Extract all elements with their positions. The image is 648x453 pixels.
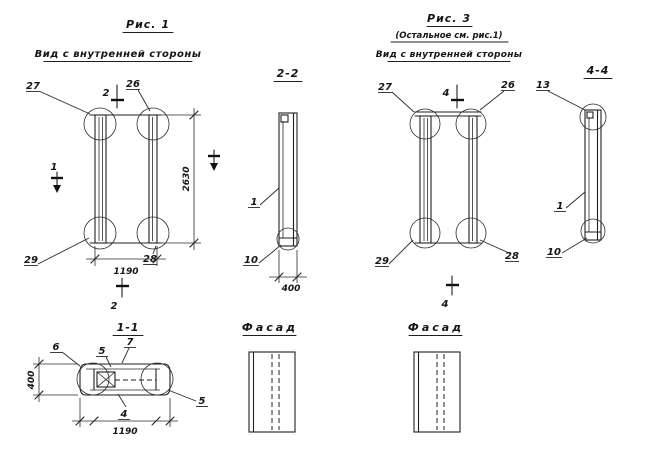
- section-2-2-dim-width: 400: [269, 250, 307, 294]
- fig3-callout-27: 27: [378, 82, 392, 93]
- fig1-left-channel: [94, 114, 107, 244]
- section-1-1-dim-width-label: 1190: [112, 427, 137, 437]
- facade-left: Фасад: [242, 321, 298, 433]
- section-1-1: 1-1 6 5 7 4: [27, 321, 208, 437]
- detail-circle: [136, 107, 170, 141]
- section-2-2-dim-label: 400: [281, 284, 301, 294]
- fig1-section-mark-2-top: 2: [103, 84, 124, 109]
- fig1: Рис. 1 Вид с внутренней стороны 27 26: [24, 18, 220, 312]
- section-1-1-callout-7: 7: [127, 337, 134, 348]
- fig1-detail-circles: [83, 107, 170, 250]
- fig1-title: Рис. 1: [126, 18, 170, 31]
- fig1-callout-26: 26: [126, 79, 140, 90]
- fig1-callouts: 27 26 29 28: [24, 79, 157, 266]
- fig3-note: (Остальное см. рис.1): [395, 31, 502, 41]
- detail-circle: [83, 107, 117, 141]
- fig1-section-mark-1-left: 1: [51, 162, 63, 193]
- section-4-4-title: 4-4: [586, 64, 610, 77]
- detail-circle: [455, 108, 487, 140]
- section-1-1-dim-height-label: 400: [27, 371, 37, 391]
- section-2-2: 2-2 1 10 400: [243, 67, 307, 294]
- section-2-2-callout-10: 10: [244, 255, 258, 266]
- fig1-section-mark-2-bottom: 2: [111, 277, 129, 312]
- detail-circle: [136, 216, 170, 250]
- fig3-callout-26: 26: [501, 80, 515, 91]
- section-1-1-profile: [79, 363, 171, 396]
- fig3-section-mark-4-top: 4: [442, 84, 464, 109]
- fig3-right-channel: [468, 115, 478, 244]
- fig1-dim-height-label: 2630: [182, 166, 192, 191]
- fig3-detail-circles: [409, 108, 487, 249]
- fig1-panel-outline: [89, 114, 162, 244]
- section-1-1-callout-5-right: 5: [199, 396, 206, 407]
- section-2-2-callout-1: 1: [251, 197, 258, 208]
- fig1-dim-width: 1190: [86, 246, 166, 277]
- section-mark-label: 1: [51, 162, 58, 173]
- detail-circle: [455, 217, 487, 249]
- fig1-dim-height: 2630: [160, 108, 201, 250]
- facade-left-panel: [248, 351, 296, 433]
- detail-circle: [409, 108, 441, 140]
- fig1-callout-29: 29: [24, 255, 38, 266]
- section-1-1-dim-height: 400: [27, 357, 78, 402]
- section-1-1-callouts: 6 5 7 4 5: [50, 337, 208, 420]
- section-mark-label: 4: [442, 88, 450, 99]
- facade-right-panel: [413, 351, 461, 433]
- fig1-section-mark-1-right: [208, 149, 220, 171]
- facade-right-title: Фасад: [408, 321, 464, 334]
- section-1-1-dim-width: 1190: [72, 398, 178, 437]
- section-arrow-down-icon: [53, 185, 61, 193]
- fig3-callouts: 27 26 13 29 28: [375, 80, 586, 267]
- section-2-2-title: 2-2: [277, 67, 300, 80]
- fig3-callout-13: 13: [536, 80, 550, 91]
- section-4-4-callout-10: 10: [547, 247, 561, 258]
- detail-circle: [76, 362, 110, 396]
- detail-circle: [580, 218, 606, 244]
- section-2-2-profile: [276, 112, 300, 251]
- section-4-4-profile: [579, 103, 607, 244]
- fig3-title: Рис. 3: [427, 12, 471, 25]
- fig3-section-mark-4-bottom: 4: [441, 275, 459, 310]
- section-mark-label: 2: [111, 301, 118, 312]
- section-1-1-callout-6: 6: [53, 342, 60, 353]
- detail-circle: [276, 227, 300, 251]
- section-1-1-title: 1-1: [117, 321, 140, 334]
- section-1-1-callout-5-top: 5: [99, 346, 106, 357]
- facade-left-title: Фасад: [242, 321, 298, 334]
- fig1-dim-width-label: 1190: [113, 267, 138, 277]
- section-1-1-callout-4: 4: [120, 409, 128, 420]
- fig3: Рис. 3 (Остальное см. рис.1) Вид с внутр…: [375, 12, 586, 310]
- detail-circle: [579, 103, 607, 131]
- fig1-callout-28: 28: [143, 254, 157, 265]
- fig3-callout-28: 28: [505, 251, 519, 262]
- facade-right: Фасад: [408, 321, 464, 433]
- fig3-subtitle: Вид с внутренней стороны: [376, 50, 522, 60]
- section-mark-label: 2: [103, 88, 110, 99]
- fig3-callout-29: 29: [375, 256, 389, 267]
- section-mark-label: 4: [441, 299, 449, 310]
- detail-circle: [409, 217, 441, 249]
- fig1-callout-27: 27: [26, 81, 40, 92]
- fig3-panel-outline: [414, 111, 482, 244]
- detail-circle: [83, 216, 117, 250]
- fig1-subtitle: Вид с внутренней стороны: [35, 49, 202, 60]
- section-4-4-callout-1: 1: [557, 201, 564, 212]
- detail-circle: [140, 362, 174, 396]
- fig1-right-channel: [148, 114, 158, 244]
- fig3-left-channel: [419, 115, 432, 244]
- section-4-4: 4-4 1 10: [546, 64, 613, 258]
- section-arrow-down-icon: [210, 163, 218, 171]
